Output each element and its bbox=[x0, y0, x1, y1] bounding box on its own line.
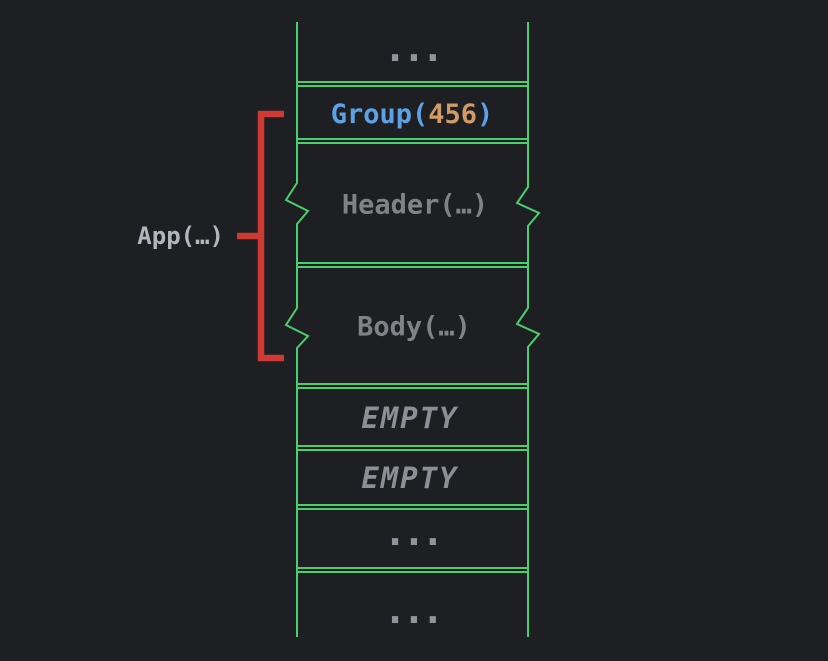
group-prefix: Group( bbox=[331, 99, 429, 130]
cell-ellipsis-bottom: ... bbox=[384, 588, 441, 632]
cell-body: Body(…) bbox=[357, 312, 471, 343]
rail-left bbox=[284, 22, 310, 637]
group-suffix: ) bbox=[477, 99, 493, 130]
rail-right bbox=[515, 22, 541, 637]
app-bracket-label: App(…) bbox=[137, 222, 224, 250]
cell-ellipsis-mid: ... bbox=[384, 510, 441, 554]
cell-empty-1: EMPTY bbox=[361, 401, 459, 435]
cell-header: Header(…) bbox=[342, 190, 488, 221]
cell-group: Group(456) bbox=[331, 99, 494, 130]
group-value: 456 bbox=[428, 99, 477, 130]
cell-empty-2: EMPTY bbox=[361, 461, 459, 495]
cell-dividers bbox=[296, 81, 529, 573]
app-bracket bbox=[237, 110, 284, 362]
cell-ellipsis-top: ... bbox=[384, 26, 441, 70]
